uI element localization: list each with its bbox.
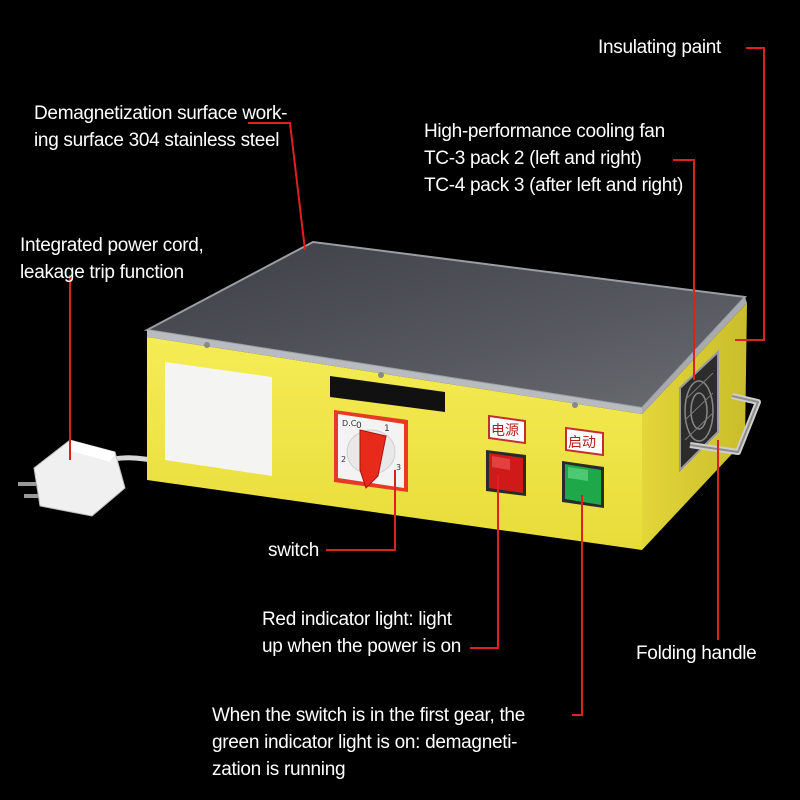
cooling-fan-grille: [679, 349, 719, 473]
callout-cord-line1: Integrated power cord,: [20, 235, 204, 256]
callout-fan-line3: TC-4 pack 3 (after left and right): [424, 175, 684, 196]
switch-mark-bottom-right: 3: [396, 463, 401, 472]
callout-insulating-paint: Insulating paint: [598, 37, 722, 58]
callout-green-indicator: When the switch is in the first gear, th…: [212, 702, 525, 783]
switch-mark-right: 1: [384, 424, 390, 434]
callout-folding-handle: Folding handle: [636, 643, 757, 664]
switch-knob[interactable]: [359, 429, 387, 489]
callout-red-indicator: Red indicator light: light up when the p…: [262, 606, 461, 660]
red-power-indicator-button[interactable]: [486, 450, 526, 496]
leader-lines: [69, 47, 765, 716]
power-label-plate: 电源: [488, 414, 526, 445]
callout-switch: switch: [268, 540, 319, 561]
start-label-text: 启动: [568, 435, 596, 451]
power-plug: [18, 439, 126, 517]
callout-demag-line1: Demagnetization surface work-: [34, 103, 288, 124]
callout-red-line1: Red indicator light: light: [262, 609, 452, 630]
callout-demag-line2: ing surface 304 stainless steel: [34, 130, 280, 151]
callout-cooling-fan: High-performance cooling fan TC-3 pack 2…: [424, 118, 683, 199]
callout-green-line2: green indicator light is on: demagneti-: [212, 732, 518, 753]
callout-cord-line2: leakage trip function: [20, 262, 184, 283]
callout-red-line2: up when the power is on: [262, 636, 462, 657]
callout-power-cord: Integrated power cord, leakage trip func…: [20, 232, 204, 286]
switch-mark-left: 0: [356, 421, 362, 431]
power-label-text: 电源: [491, 423, 519, 439]
switch-mark-bottom-left: 2: [341, 455, 346, 464]
callout-demagnetization-surface: Demagnetization surface work- ing surfac…: [34, 100, 288, 154]
rotary-switch[interactable]: D.C 0 1 2 3: [334, 410, 408, 492]
callout-green-line1: When the switch is in the first gear, th…: [212, 705, 525, 726]
label-sticker: [165, 362, 272, 476]
callout-fan-line2: TC-3 pack 2 (left and right): [424, 148, 642, 169]
green-start-indicator-button[interactable]: [562, 461, 604, 508]
callout-fan-line1: High-performance cooling fan: [424, 121, 665, 142]
start-label-plate: 启动: [565, 426, 604, 457]
switch-brand-mark: D.C: [342, 419, 357, 428]
black-name-bar: [330, 376, 445, 412]
callout-green-line3: zation is running: [212, 759, 346, 780]
